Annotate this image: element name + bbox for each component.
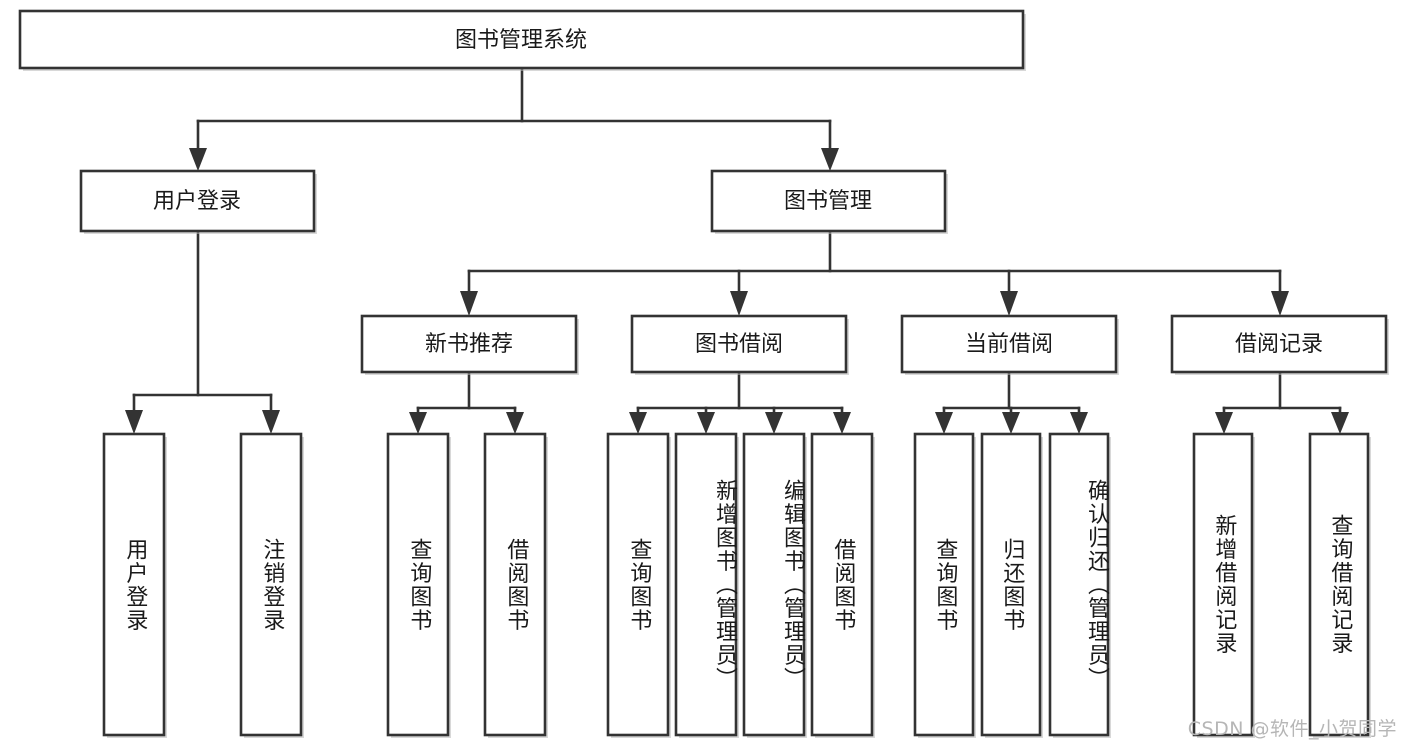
arrowhead-new-book [460,291,478,316]
leaf-box-query-book-2[interactable] [606,432,670,737]
arrowhead-leaf-user-login [125,410,143,434]
arrowhead-leaf-logout [262,410,280,434]
arrowhead-book-manage [821,148,839,171]
node-new-book-recommend-label: 新书推荐 [425,332,513,357]
arrowhead-bb-leaf4 [833,412,851,434]
leaf-box-confirm-return[interactable] [1048,432,1110,737]
node-root[interactable]: 图书管理系统 [18,9,1026,71]
arrowhead-cb-leaf3 [1070,412,1088,434]
leaf-box-return-book[interactable] [980,432,1042,737]
node-user-login-label: 用户登录 [153,189,241,214]
arrowhead-current-borrow [1000,291,1018,316]
node-new-book-recommend[interactable]: 新书推荐 [360,314,579,375]
node-book-borrow[interactable]: 图书借阅 [630,314,849,375]
node-current-borrow-label: 当前借阅 [965,332,1053,357]
arrowhead-cb-leaf2 [1002,412,1020,434]
arrowhead-bb-leaf3 [765,412,783,434]
arrowhead-br-leaf1 [1215,412,1233,434]
arrowhead-br-leaf2 [1331,412,1349,434]
arrowhead-book-borrow [730,291,748,316]
connector-group [125,66,1349,434]
node-borrow-record-label: 借阅记录 [1235,332,1323,357]
leaf-box-query-book-1[interactable] [386,432,450,737]
leaf-box-query-borrow-record[interactable] [1308,432,1370,737]
node-book-borrow-label: 图书借阅 [695,332,783,357]
node-root-label: 图书管理系统 [455,28,587,53]
leaf-box-add-borrow-record[interactable] [1192,432,1254,737]
watermark-text: CSDN @软件_小贺同学 [1187,718,1397,740]
arrowhead-borrow-record [1271,291,1289,316]
arrowhead-newbook-leaf2 [506,412,524,434]
leaf-box-logout[interactable] [239,432,303,737]
arrowhead-newbook-leaf1 [409,412,427,434]
node-book-management[interactable]: 图书管理 [710,169,948,234]
node-current-borrow[interactable]: 当前借阅 [900,314,1119,375]
leaf-box-add-book[interactable] [674,432,738,737]
node-user-login[interactable]: 用户登录 [79,169,317,234]
node-borrow-record[interactable]: 借阅记录 [1170,314,1389,375]
leaf-box-query-book-3[interactable] [913,432,975,737]
arrowhead-bb-leaf2 [697,412,715,434]
leaf-box-group [102,432,1371,738]
arrowhead-bb-leaf1 [629,412,647,434]
arrowhead-user-login [189,148,207,171]
arrowhead-cb-leaf1 [935,412,953,434]
node-book-management-label: 图书管理 [784,189,872,214]
leaf-box-borrow-book-1[interactable] [483,432,547,737]
leaf-box-user-login[interactable] [102,432,166,737]
leaf-box-edit-book[interactable] [742,432,806,737]
leaf-box-borrow-book-2[interactable] [810,432,874,737]
